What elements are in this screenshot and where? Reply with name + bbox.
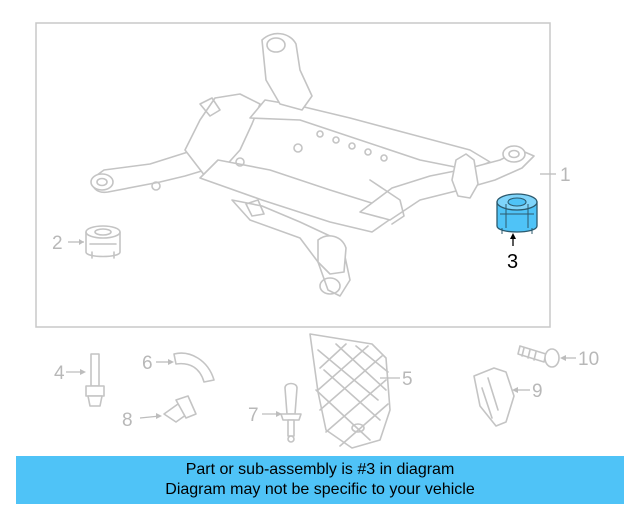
screw-part-10[interactable] [517,345,560,368]
callout-7[interactable]: 7 [248,405,259,426]
arrow-10 [560,355,566,361]
callout-3[interactable]: 3 [507,251,518,273]
info-banner: Part or sub-assembly is #3 in diagram Di… [16,456,624,504]
bushing-part-3-highlighted[interactable] [496,193,538,234]
clip-part-8[interactable] [163,395,197,423]
callout-10[interactable]: 10 [578,349,599,370]
clip-part-9[interactable] [473,367,515,427]
callout-5[interactable]: 5 [402,369,413,390]
callout-6[interactable]: 6 [142,353,153,374]
arrow-7 [276,411,282,417]
callout-8[interactable]: 8 [122,410,133,431]
arrow-4 [80,369,86,375]
callout-4[interactable]: 4 [54,363,65,384]
fastener-part-7[interactable] [280,382,302,443]
bolt-part-4[interactable] [85,353,105,407]
shield-part-5[interactable] [309,333,391,449]
arrow-9 [512,387,518,393]
subframe-part[interactable] [90,32,535,297]
assembly-frame [35,22,551,328]
arrow-6 [168,359,174,365]
bracket-part-6[interactable] [173,352,215,383]
callout-1[interactable]: 1 [560,165,571,186]
banner-line-1: Part or sub-assembly is #3 in diagram [185,461,455,478]
bushing-part-2[interactable] [85,225,121,259]
arrow-3 [510,233,516,239]
callout-9[interactable]: 9 [532,381,543,402]
arrow-2 [79,239,84,245]
callout-2[interactable]: 2 [52,233,63,254]
banner-line-2: Diagram may not be specific to your vehi… [165,481,475,498]
arrow-8 [156,413,162,419]
